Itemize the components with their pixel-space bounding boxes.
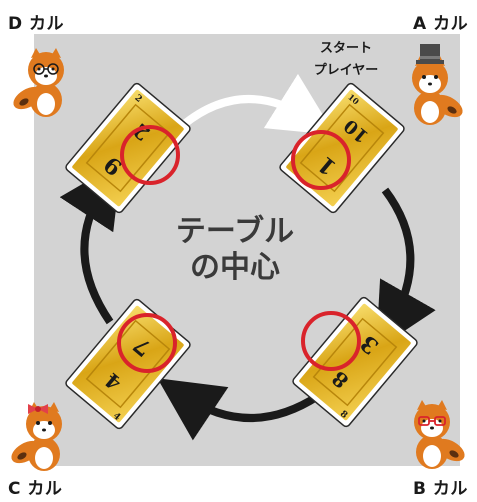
start-player-line2: プレイヤー	[313, 63, 379, 78]
card-d-corner-number: 2	[132, 93, 143, 105]
raccoon-b-icon	[414, 400, 465, 469]
start-player-line1: スタート	[319, 41, 372, 56]
card-c-corner-number: 4	[111, 411, 122, 423]
arrow-a-to-b	[376, 187, 436, 350]
player-d-label: D カル	[8, 14, 65, 34]
player-b-label: B カル	[413, 479, 468, 499]
ribbon-icon	[28, 404, 48, 414]
card-c-red-circle	[117, 313, 177, 373]
glasses-icon	[418, 416, 446, 426]
table-center-label: テーブル の中心	[160, 214, 310, 286]
top-hat-icon	[416, 44, 444, 64]
card-b-corner-number: 8	[338, 409, 349, 421]
player-c-label: C カル	[8, 479, 63, 499]
arrow-c-to-d	[59, 161, 122, 325]
card-b-red-circle	[301, 311, 361, 371]
card-a-red-circle	[291, 130, 351, 190]
raccoon-a-icon	[412, 44, 463, 125]
card-d-red-circle	[120, 125, 180, 185]
start-player-label: スタート プレイヤー	[296, 38, 396, 82]
raccoon-c-icon	[11, 402, 62, 471]
center-line2: の中心	[190, 250, 280, 285]
center-line1: テーブル	[175, 214, 295, 249]
card-d: 2 9 2	[65, 82, 191, 214]
raccoon-d-icon	[13, 48, 64, 117]
arrow-b-to-c	[157, 378, 321, 441]
arrow-d-to-a	[172, 73, 336, 136]
player-a-label: A カル	[413, 14, 469, 34]
glasses-icon	[33, 63, 59, 75]
